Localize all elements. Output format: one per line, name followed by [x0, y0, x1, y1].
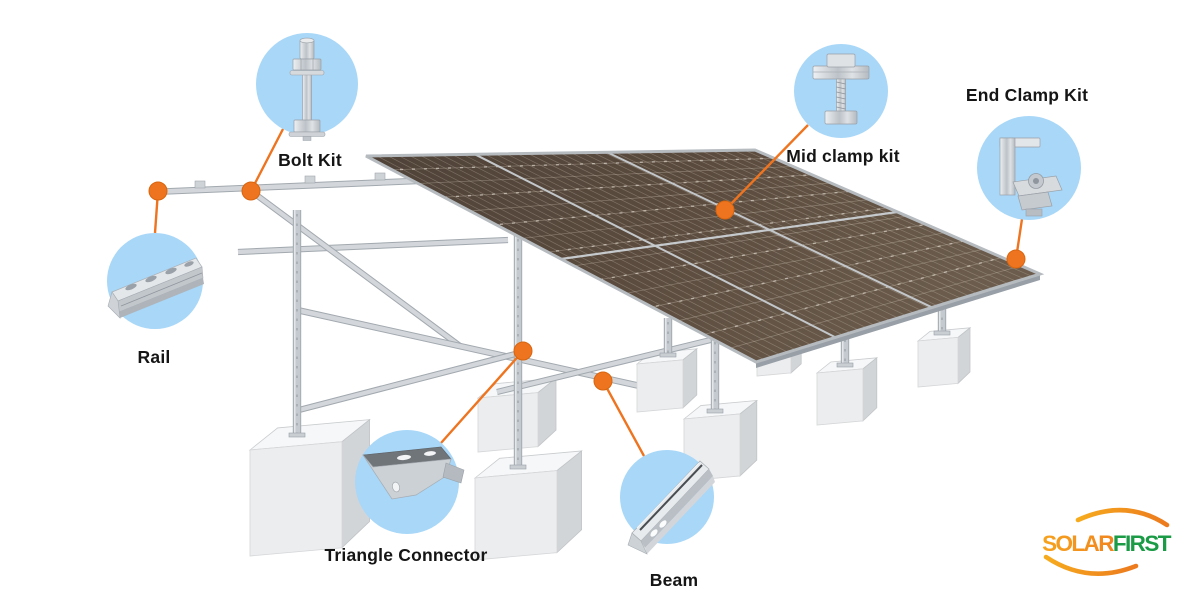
label-rail: Rail — [137, 347, 171, 367]
concrete-block — [473, 450, 583, 561]
solarfirst-logo: SOLARFIRST — [1042, 507, 1173, 576]
logo-bottom-arc-icon — [1043, 554, 1139, 576]
leader-line-beam — [601, 380, 646, 457]
leader-dot-beam — [593, 371, 613, 391]
logo-wordmark: SOLARFIRST — [1042, 531, 1172, 556]
leader-line-mid-clamp-kit — [724, 124, 809, 211]
leader-dot-rail — [148, 181, 168, 201]
leader-line-triangle-connector — [440, 350, 524, 444]
leader-dot-end-clamp-kit — [1006, 249, 1026, 269]
end-clamp-kit-icon — [999, 137, 1063, 217]
concrete-block — [635, 347, 699, 413]
label-bolt-kit: Bolt Kit — [278, 150, 342, 170]
rail-icon — [107, 257, 204, 319]
logo-word-solar: SOLAR — [1042, 531, 1114, 556]
bolt-kit-icon — [288, 37, 326, 141]
beam-icon — [627, 460, 715, 555]
concrete-block — [248, 418, 371, 557]
solar-panel-array — [365, 148, 1045, 368]
callout-leader-lines — [148, 124, 1026, 457]
leader-line-bolt-kit — [249, 128, 285, 192]
label-end-clamp-kit: End Clamp Kit — [965, 85, 1089, 105]
logo-top-arc-icon — [1075, 507, 1170, 528]
leader-dot-mid-clamp-kit — [715, 200, 735, 220]
support-structure-members — [151, 172, 641, 414]
label-triangle-connector: Triangle Connector — [324, 545, 488, 565]
concrete-block — [916, 326, 972, 388]
triangle-connector-icon — [362, 446, 465, 500]
mid-clamp-kit-icon — [812, 53, 870, 125]
label-mid-clamp-kit: Mid clamp kit — [786, 146, 900, 166]
label-beam: Beam — [649, 570, 699, 590]
logo-word-first: FIRST — [1113, 531, 1172, 556]
leader-dot-bolt-kit — [241, 181, 261, 201]
leader-dot-triangle-connector — [513, 341, 533, 361]
concrete-block — [815, 356, 879, 426]
